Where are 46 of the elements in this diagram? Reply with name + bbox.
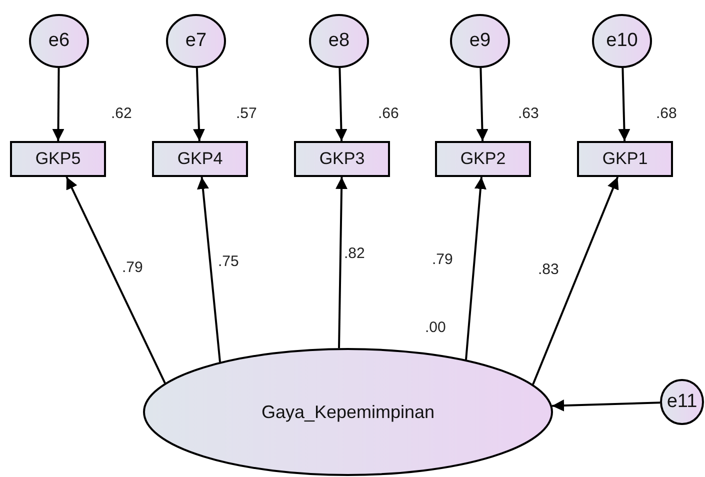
observed-variable-box <box>294 141 390 177</box>
arrow <box>465 176 486 360</box>
variable-name: Gaya_Kepemimpinan <box>261 402 435 422</box>
variable-name: e11 <box>666 391 698 413</box>
variance-estimate: .63 <box>518 106 539 121</box>
variance-estimate: .00 <box>425 320 446 335</box>
arrow <box>335 68 348 142</box>
factor-loading-label: .82 <box>344 246 365 261</box>
variable-name: GKP3 <box>319 149 365 169</box>
error-term-circle <box>309 14 369 68</box>
variable-name: e9 <box>469 30 491 52</box>
error-term-circle <box>592 14 652 68</box>
variance-estimate: .57 <box>236 106 257 121</box>
variable-name: e6 <box>48 30 70 52</box>
variable-name: e8 <box>328 30 350 52</box>
variable-name: GKP5 <box>35 149 81 169</box>
arrow <box>66 176 166 384</box>
variable-name: GKP4 <box>177 149 223 169</box>
arrow <box>532 176 619 385</box>
observed-variable-box <box>435 141 531 177</box>
arrow <box>192 68 205 142</box>
variable-name: GKP2 <box>460 149 506 169</box>
arrow <box>618 68 630 142</box>
factor-loading-label: .79 <box>122 260 143 275</box>
arrow <box>52 68 64 141</box>
factor-loading-label: .75 <box>218 254 239 269</box>
observed-variable-box <box>577 141 673 177</box>
error-term-circle <box>29 14 89 68</box>
arrow <box>552 400 660 412</box>
variable-name: e7 <box>185 30 207 52</box>
observed-variable-box <box>152 141 248 177</box>
variable-name: GKP1 <box>602 149 648 169</box>
latent-variable-ellipse <box>143 348 553 476</box>
error-term-circle <box>450 14 510 68</box>
variable-name: e10 <box>606 30 638 52</box>
observed-variable-box <box>10 141 106 177</box>
error-term-circle <box>166 14 226 68</box>
factor-loading-label: .83 <box>538 262 559 277</box>
variance-estimate: .62 <box>111 106 132 121</box>
variance-estimate: .68 <box>656 106 677 121</box>
error-term-circle <box>660 379 704 425</box>
arrow <box>196 176 221 362</box>
factor-loading-label: .79 <box>432 252 453 267</box>
arrow <box>336 176 348 348</box>
arrow <box>476 68 488 142</box>
variance-estimate: .66 <box>378 106 399 121</box>
